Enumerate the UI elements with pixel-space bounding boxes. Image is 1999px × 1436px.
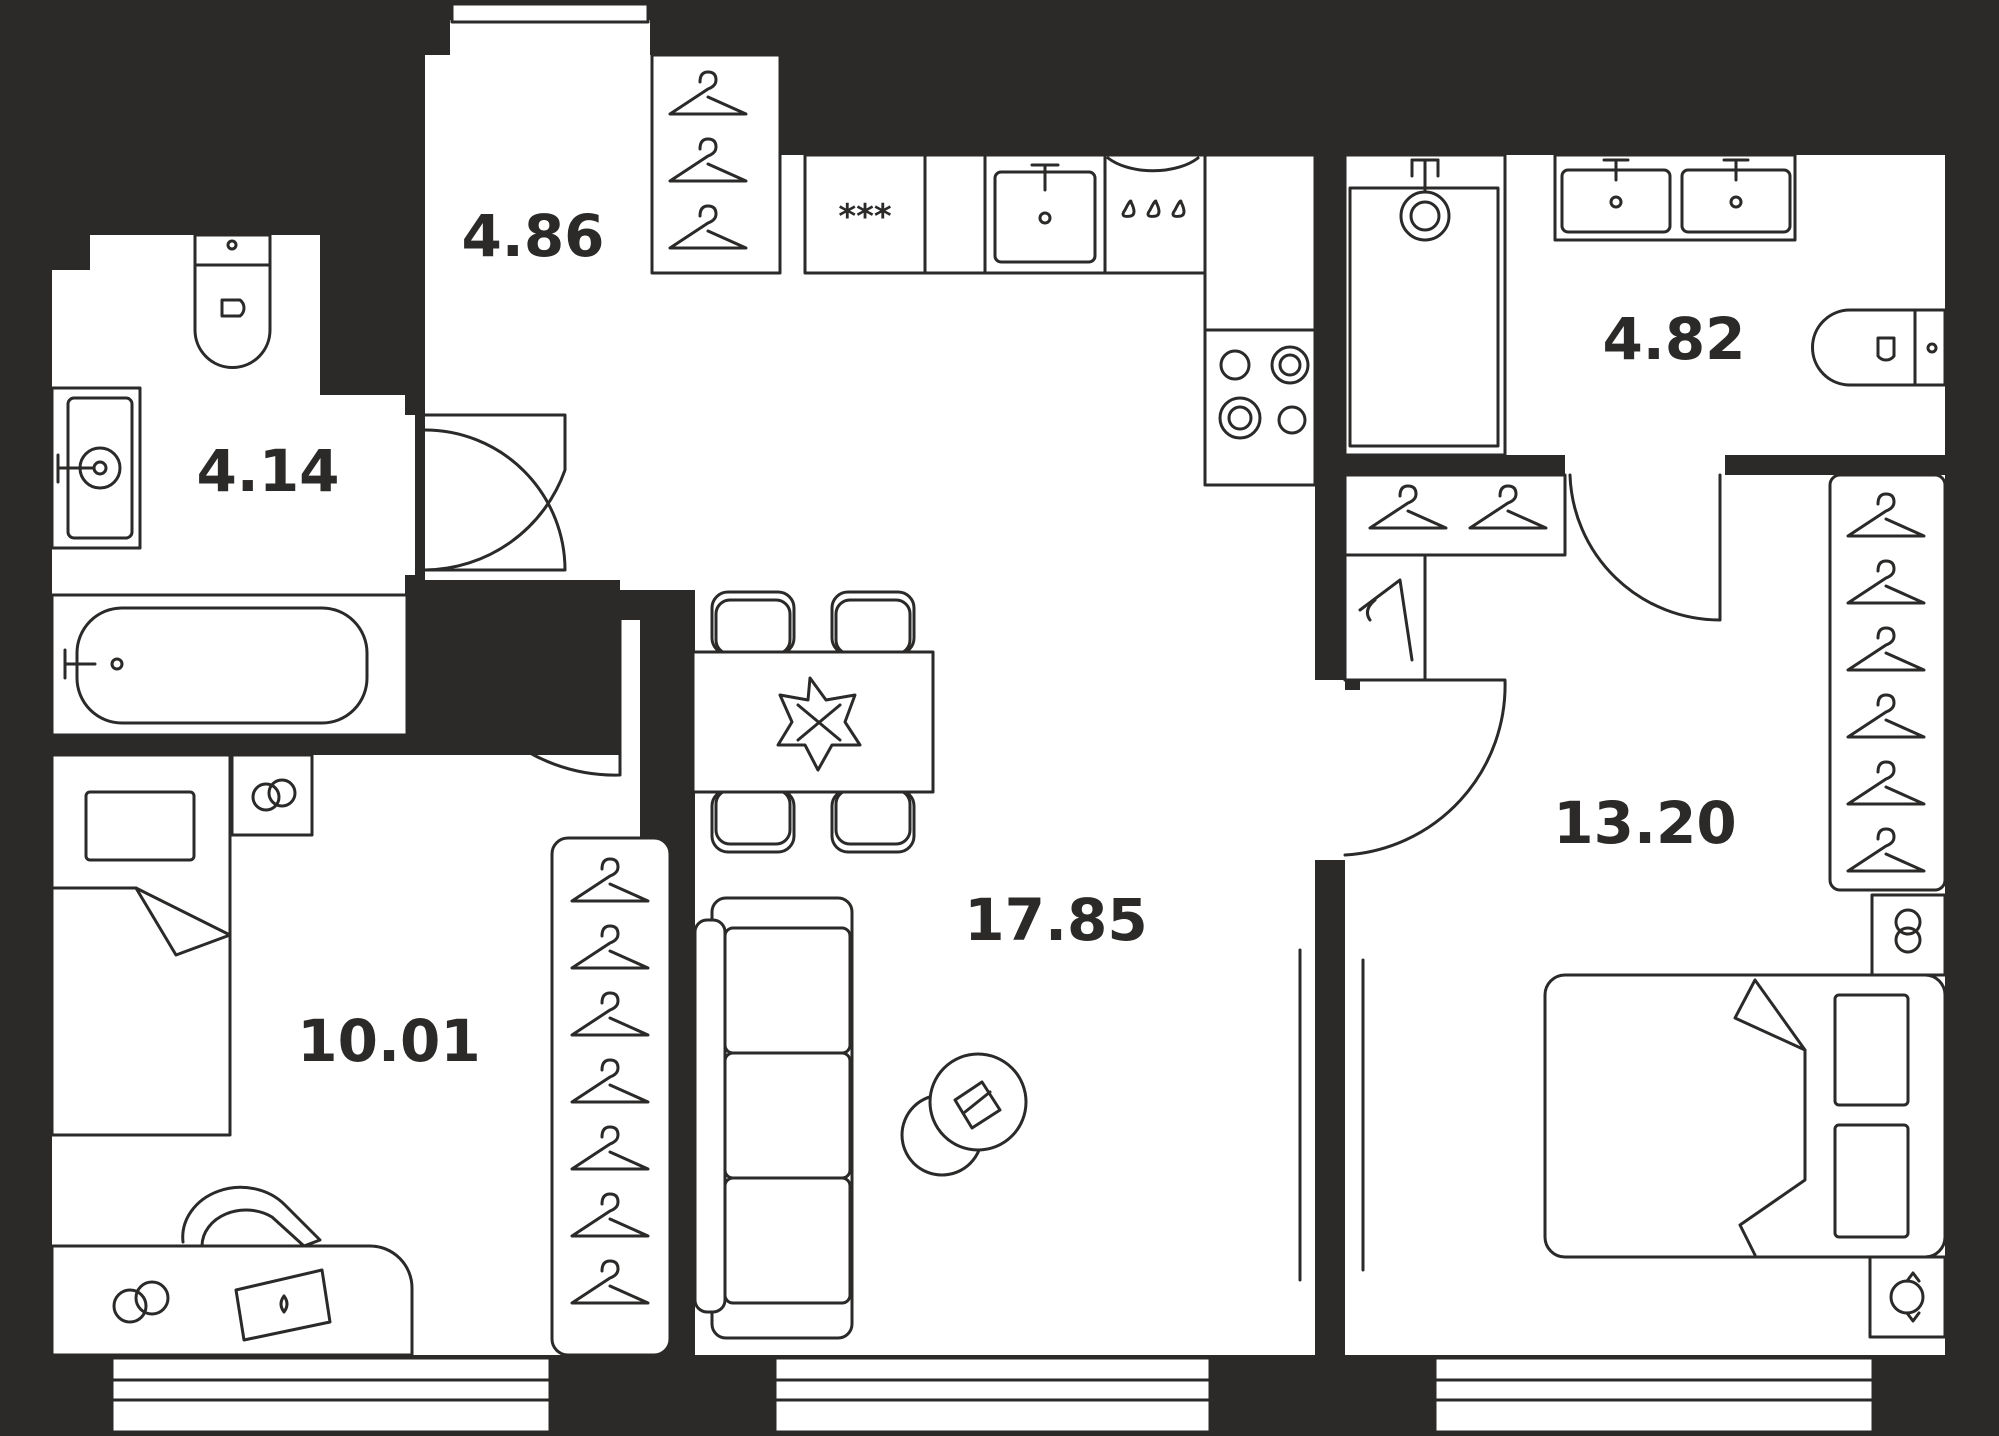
dishwasher-icon — [1103, 153, 1207, 275]
window-hall — [450, 2, 650, 24]
wall-closet-div — [1345, 680, 1360, 690]
svg-text:***: *** — [838, 197, 892, 237]
door-entrance — [423, 413, 567, 572]
door-bedroom-right — [1343, 678, 1507, 857]
doors — [423, 413, 1722, 1282]
wall-living-right — [1315, 150, 1345, 680]
area-label-kitchen-living: 17.85 — [964, 886, 1147, 954]
door-bedroom-left — [438, 598, 622, 777]
windows — [110, 2, 1875, 1434]
bedroom-left-closet — [550, 836, 672, 1357]
lamp-icon — [230, 753, 314, 837]
bathroom-right-fixtures — [1343, 153, 1947, 457]
wall-right-bath-bottom-2 — [1725, 455, 1945, 475]
area-label-bathroom-left: 4.14 — [196, 437, 339, 505]
bedroom-right-furniture — [1543, 893, 1947, 1339]
wall-living-right-2 — [1315, 860, 1345, 1355]
bedroom-left-furniture — [50, 753, 414, 1357]
lamp-icon — [1870, 893, 1947, 977]
toilet-icon — [1811, 308, 1917, 387]
coffee-table — [900, 1052, 1028, 1177]
chair-icon — [181, 1185, 322, 1248]
window-bedroom-left — [110, 1356, 552, 1434]
toilet-tank — [1913, 308, 1947, 387]
shower-icon — [1343, 153, 1507, 457]
door-bathroom-right — [1568, 473, 1722, 622]
desk-icon — [50, 1244, 414, 1357]
flower-icon — [776, 676, 862, 772]
kitchen-counter: *** — [803, 153, 1317, 487]
wall-bath-bottom — [52, 735, 420, 755]
window-living — [773, 1356, 1212, 1434]
wall-right-bath-bottom — [1345, 455, 1565, 475]
bathroom-left-fixtures — [50, 233, 409, 737]
bedroom-right-closets — [1343, 473, 1947, 892]
wall-bath-side — [405, 575, 425, 755]
dining-set — [691, 590, 935, 854]
window-bedroom-right — [1433, 1356, 1875, 1434]
hall-closet — [650, 53, 782, 275]
sink-icon — [1553, 153, 1797, 242]
area-label-bedroom-right: 13.20 — [1553, 789, 1736, 857]
area-label-bathroom-right: 4.82 — [1602, 305, 1745, 373]
area-label-hall: 4.86 — [461, 202, 604, 270]
area-label-bedroom-left: 10.01 — [297, 1007, 480, 1075]
wall-bath-top — [320, 230, 425, 242]
bed-icon — [1543, 973, 1947, 1259]
door-bathroom-left — [423, 428, 567, 572]
sofa-icon — [693, 896, 854, 1340]
bathtub-icon — [50, 593, 409, 737]
fridge-icon — [803, 153, 927, 275]
flower-icon — [1868, 1255, 1947, 1339]
table-icon — [691, 650, 935, 794]
